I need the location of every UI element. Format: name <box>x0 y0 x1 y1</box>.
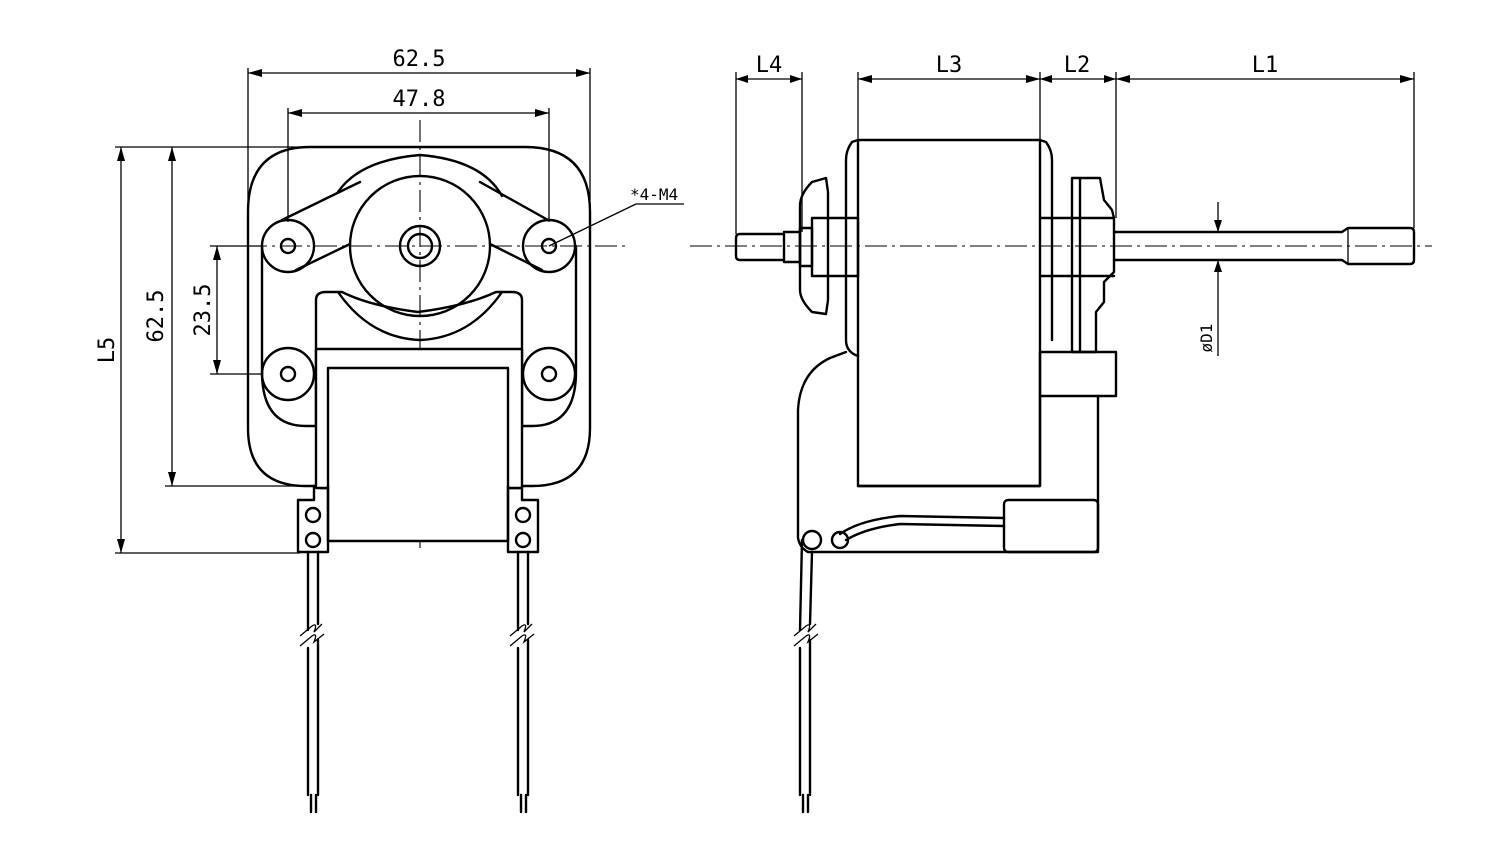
lead-wire-left <box>299 550 325 814</box>
lead-wire-side <box>793 538 819 814</box>
rotor-hub-ring <box>398 224 442 268</box>
dim-label-total-height: L5 <box>95 337 120 364</box>
dimension-overall-width: 62.5 <box>247 47 591 200</box>
front-bracket <box>1038 176 1116 354</box>
dim-label-l4: L4 <box>756 53 783 78</box>
side-view: L4 L3 L2 L1 øD1 <box>690 53 1432 814</box>
motor-body-front <box>1038 138 1054 342</box>
dim-label-hole-spacing-h: 47.8 <box>393 87 446 112</box>
dimension-rear-shaft: L4 <box>736 53 802 83</box>
dimension-frame-height: 62.5 <box>144 146 300 487</box>
front-bearing <box>1038 350 1118 398</box>
terminal-tab-left <box>296 484 330 554</box>
lead-wire-right <box>509 550 535 814</box>
dim-label-hole-spacing-v: 23.5 <box>191 284 216 337</box>
front-shaft <box>1112 226 1416 266</box>
hole-callout: *4-M4 <box>548 185 684 247</box>
rear-shaft <box>734 230 802 264</box>
dimension-total-height: L5 <box>95 146 300 554</box>
mounting-hole-bottom-left <box>260 346 316 402</box>
wire-bend-right <box>830 530 850 550</box>
terminal-block <box>1002 498 1100 554</box>
coil-housing-inner <box>856 394 1042 488</box>
dim-label-overall-width: 62.5 <box>393 47 446 72</box>
dimension-hole-spacing-vertical: 23.5 <box>191 245 262 375</box>
dim-label-l1: L1 <box>1252 53 1279 78</box>
rear-bearing-flange <box>798 176 830 316</box>
dimension-shaft-diameter: øD1 <box>1197 202 1222 356</box>
front-view: 62.5 47.8 23.5 62.5 <box>95 47 684 814</box>
wire-bend-left <box>801 529 823 551</box>
coil-bobbin <box>326 366 510 543</box>
dim-label-frame-height: 62.5 <box>144 290 169 343</box>
terminal-wires <box>838 514 1006 542</box>
rear-shaft-collar <box>798 226 814 268</box>
rotor-hub-outer <box>348 174 492 318</box>
motor-body-back <box>844 138 860 358</box>
dimension-bracket: L2 <box>1040 53 1116 83</box>
dimension-stator-stack: L3 <box>858 53 1040 83</box>
hole-callout-label: *4-M4 <box>630 185 678 204</box>
mounting-hole-bottom-right <box>521 346 577 402</box>
top-bracket-arms <box>280 180 550 272</box>
coil-housing <box>796 350 1100 554</box>
dim-label-d1: øD1 <box>1197 324 1216 353</box>
dimension-hole-spacing-horizontal: 47.8 <box>287 87 550 222</box>
inner-bracket <box>260 244 578 428</box>
rear-bearing-housing <box>810 216 860 278</box>
dim-label-l2: L2 <box>1064 53 1091 78</box>
terminal-tab-right <box>506 484 540 554</box>
motor-stator-stack <box>856 138 1042 488</box>
dimension-front-shaft: L1 <box>1116 53 1414 83</box>
shaft-bore <box>406 232 434 260</box>
rotor-bell <box>336 153 504 342</box>
dim-label-l3: L3 <box>936 53 963 78</box>
